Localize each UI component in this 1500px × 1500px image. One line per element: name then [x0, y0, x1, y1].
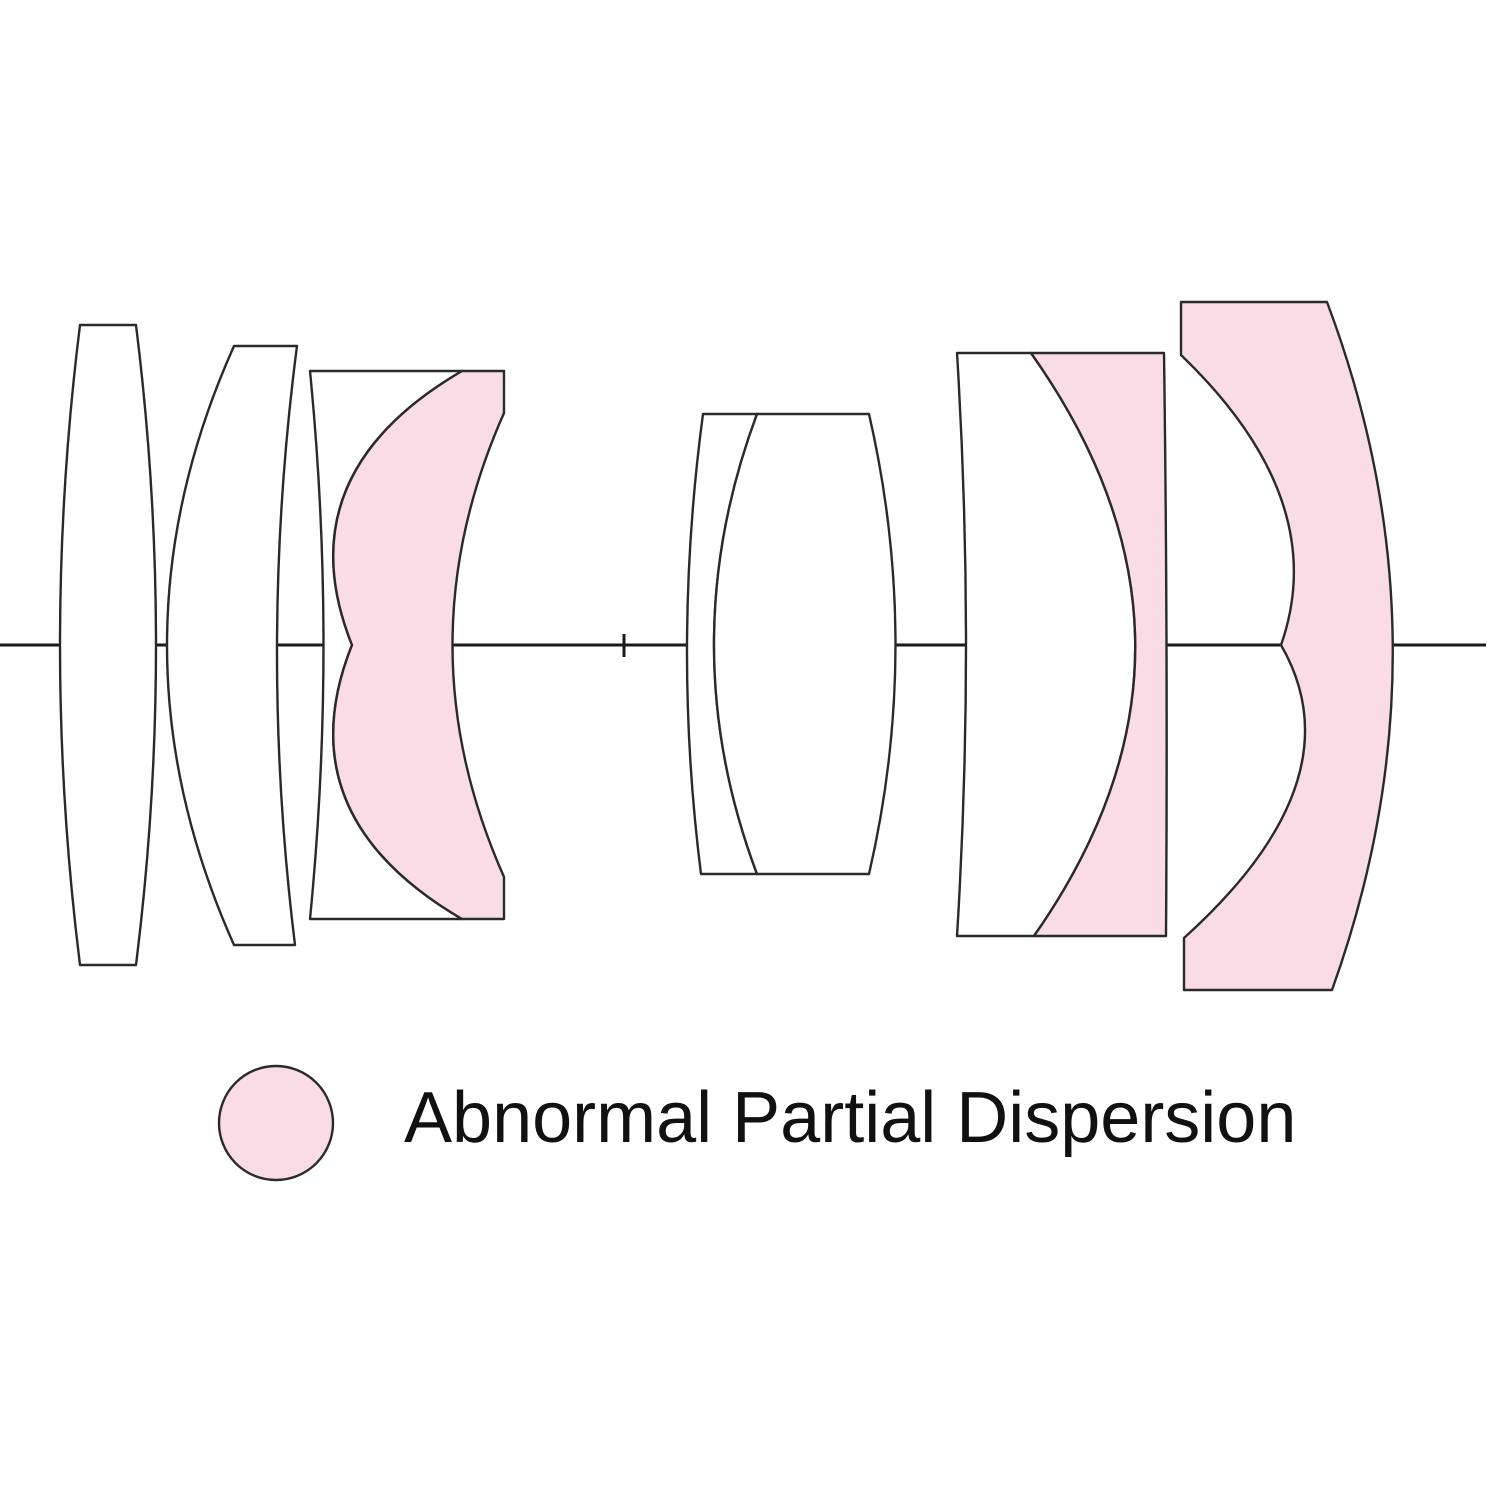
- legend-swatch: [217, 1064, 335, 1182]
- apd-lens-element: [1029, 351, 1168, 938]
- lens-element: [58, 323, 158, 967]
- apd-lens-element: [332, 369, 506, 921]
- lens-element: [712, 412, 897, 876]
- legend-label: Abnormal Partial Dispersion: [404, 1078, 1297, 1158]
- lens-element: [165, 344, 299, 947]
- apd-lens-element: [1179, 300, 1394, 992]
